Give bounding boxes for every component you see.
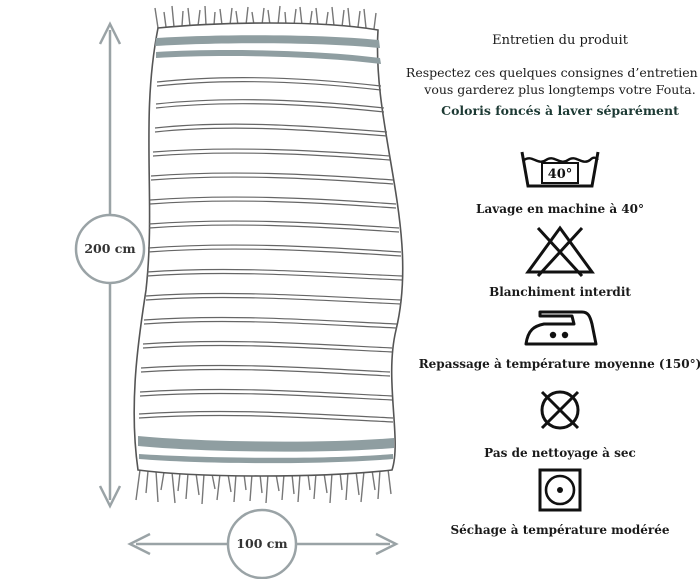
body-stripes [138,77,403,423]
width-label: 100 cm [236,536,287,551]
length-dimension [74,21,146,509]
width-dimension [127,508,399,579]
care-intro-line1: Respectez ces quelques consignes d’entre… [405,65,700,80]
no-bleach-icon [525,225,595,278]
dry-label: Séchage à température modérée [450,523,670,537]
iron-medium-icon [524,310,598,346]
length-label: 200 cm [84,241,135,256]
no-dry-clean-label: Pas de nettoyage à sec [484,446,636,460]
iron-label: Repassage à température moyenne (150°) [418,357,700,371]
wash-label: Lavage en machine à 40° [476,202,644,216]
no-dry-clean-icon [540,390,580,430]
tumble-dry-moderate-icon [538,468,582,512]
no-bleach-label: Blanchiment interdit [489,285,631,299]
wash-40-icon: 40° [520,151,600,188]
dark-colors-warning: Coloris foncés à laver séparément [441,103,679,118]
care-intro: Respectez ces quelques consignes d’entre… [400,64,700,98]
care-title: Entretien du produit [492,33,628,48]
wash-temperature: 40° [548,167,573,182]
accent-stripes [138,35,394,464]
care-intro-line2: vous garderez plus longtemps votre Fouta… [424,82,696,97]
bottom-fringe [135,468,392,505]
fouta-diagram: 200 cm 100 cm [74,5,404,579]
top-fringe [154,5,377,30]
